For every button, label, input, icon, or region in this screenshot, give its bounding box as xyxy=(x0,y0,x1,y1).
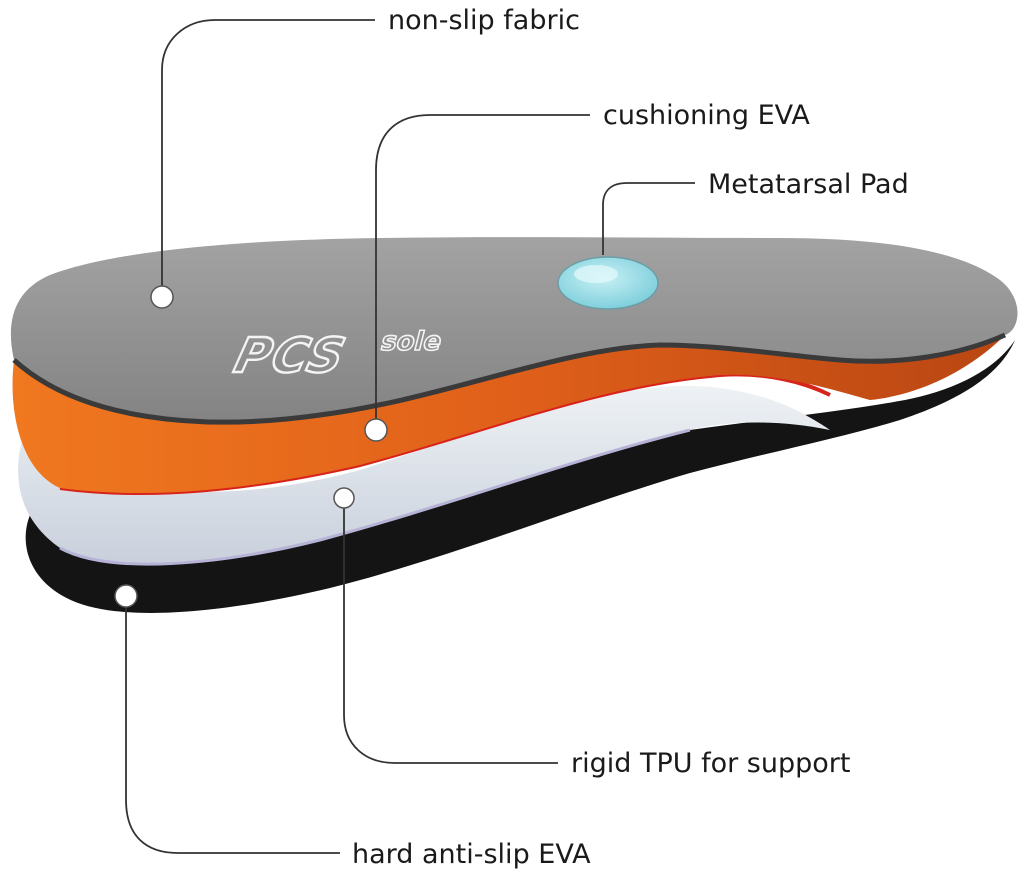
leader-lines xyxy=(125,19,695,854)
label-rigid-tpu: rigid TPU for support xyxy=(571,748,851,779)
marker-dots xyxy=(114,285,388,608)
label-hard-anti-slip-eva: hard anti-slip EVA xyxy=(352,839,591,870)
brand-logo: PCS sole xyxy=(228,326,446,385)
layer-rigid-tpu xyxy=(18,385,831,565)
label-cushioning-eva: cushioning EVA xyxy=(603,100,810,131)
marker-rigid-tpu xyxy=(333,487,355,509)
marker-cushioning-eva xyxy=(364,418,388,442)
marker-non-slip-fabric xyxy=(150,285,174,309)
layer-non-slip-fabric xyxy=(10,237,1018,423)
leader-hard-anti-slip-eva xyxy=(125,596,340,854)
leader-cushioning-eva xyxy=(375,114,590,430)
label-metatarsal-pad: Metatarsal Pad xyxy=(708,169,909,200)
layer-cushioning-eva xyxy=(12,335,1006,494)
metatarsal-pad xyxy=(557,256,659,310)
marker-hard-anti-slip-eva xyxy=(114,584,138,608)
brand-logo-main: PCS xyxy=(229,329,352,384)
label-non-slip-fabric: non-slip fabric xyxy=(388,5,580,36)
leader-rigid-tpu xyxy=(343,498,558,764)
brand-logo-suffix: sole xyxy=(378,326,445,357)
leader-metatarsal-pad xyxy=(602,182,695,255)
leader-non-slip-fabric xyxy=(161,19,375,297)
